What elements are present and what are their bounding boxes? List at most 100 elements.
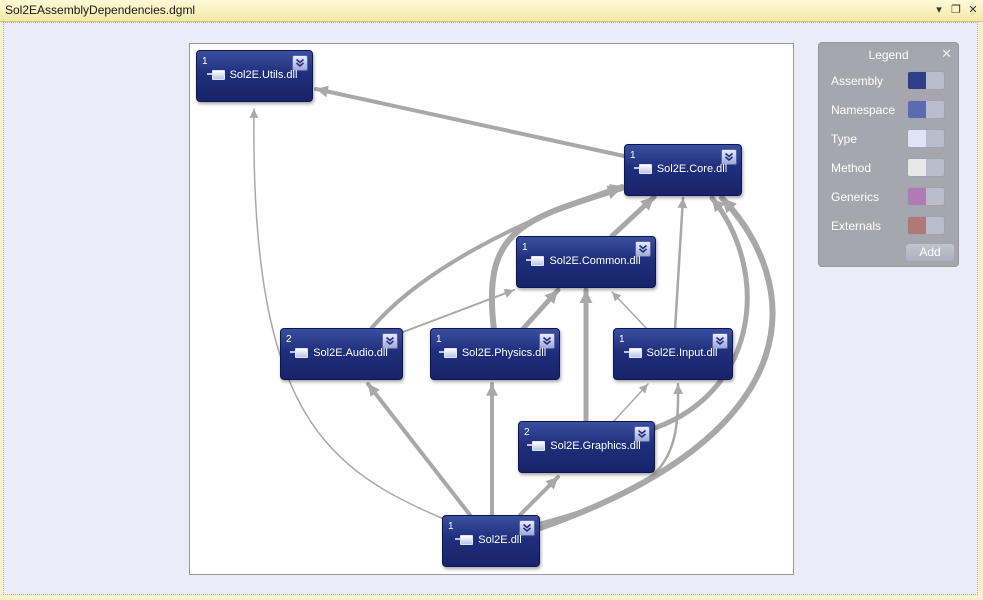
- legend-color-swatch[interactable]: [907, 158, 945, 177]
- legend-item-namespace[interactable]: Namespace: [831, 100, 956, 120]
- node-label: Sol2E.Input.dll: [646, 347, 718, 359]
- node-label: Sol2E.Utils.dll: [229, 69, 298, 81]
- legend-item-type[interactable]: Type: [831, 129, 956, 149]
- node-label-row: Sol2E.Graphics.dll: [519, 440, 654, 452]
- arrowhead-graphics-to-core: [712, 198, 726, 213]
- node-count: 1: [630, 150, 636, 161]
- node-label-row: Sol2E.dll: [443, 534, 539, 546]
- arrowhead-core-to-utils: [316, 85, 329, 98]
- document-title[interactable]: Sol2EAssemblyDependencies.dgml: [5, 3, 196, 17]
- legend-item-label: Externals: [831, 219, 882, 233]
- node-count: 1: [448, 521, 454, 532]
- edge-main-to-audio[interactable]: [366, 382, 472, 517]
- legend-title: Legend: [868, 48, 909, 62]
- assembly-icon: [438, 348, 457, 359]
- legend-color-swatch[interactable]: [907, 216, 945, 235]
- node-count: 1: [436, 334, 442, 345]
- legend-color-swatch[interactable]: [907, 187, 945, 206]
- edge-input-to-core[interactable]: [673, 196, 685, 332]
- chevron-double-down-icon[interactable]: [721, 149, 737, 165]
- legend-item-label: Namespace: [831, 103, 896, 117]
- arrowhead-input-to-common: [612, 292, 622, 302]
- legend-color-swatch[interactable]: [907, 129, 945, 148]
- arrowhead-common-to-core: [640, 197, 654, 211]
- edge-physics-to-core[interactable]: [488, 185, 625, 333]
- node-label-row: Sol2E.Input.dll: [614, 347, 732, 359]
- legend-add-button[interactable]: Add: [906, 244, 954, 261]
- close-icon[interactable]: ✕: [968, 3, 978, 16]
- assembly-icon: [526, 256, 545, 267]
- dropdown-icon[interactable]: ▾: [936, 3, 942, 16]
- legend-item-generics[interactable]: Generics: [831, 187, 956, 207]
- legend-item-label: Assembly: [831, 74, 884, 88]
- legend-item-externals[interactable]: Externals: [831, 216, 956, 236]
- assembly-icon: [206, 70, 225, 81]
- node-label-row: Sol2E.Utils.dll: [197, 69, 312, 81]
- edge-audio-to-common[interactable]: [402, 289, 515, 333]
- legend-item-label: Generics: [831, 190, 880, 204]
- edge-core-to-utils[interactable]: [314, 87, 626, 158]
- arrowhead-physics-to-core: [606, 185, 622, 200]
- legend-item-method[interactable]: Method: [831, 158, 956, 178]
- arrowhead-physics-to-common: [544, 290, 558, 305]
- swatch-color: [908, 130, 926, 147]
- legend-color-swatch[interactable]: [907, 71, 945, 90]
- node-count: 1: [619, 334, 625, 345]
- node-count: 1: [522, 242, 528, 253]
- window-controls: ▾ ❐ ✕: [933, 4, 979, 16]
- assembly-icon: [623, 348, 642, 359]
- swatch-color: [908, 217, 926, 234]
- chevron-double-down-icon[interactable]: [519, 520, 535, 536]
- arrowhead-main-to-core: [722, 198, 737, 214]
- chevron-double-down-icon[interactable]: [292, 55, 308, 71]
- node-label: Sol2E.Common.dll: [549, 255, 641, 267]
- assembly-icon: [290, 348, 309, 359]
- legend-color-swatch[interactable]: [907, 100, 945, 119]
- node-label: Sol2E.Audio.dll: [313, 347, 388, 359]
- edge-graphics-to-core[interactable]: [652, 195, 750, 431]
- node-label: Sol2E.Core.dll: [656, 163, 728, 175]
- arrowhead-main-to-audio: [368, 384, 380, 397]
- chevron-double-down-icon[interactable]: [382, 333, 398, 349]
- node-count: 1: [202, 56, 208, 67]
- restore-icon[interactable]: ❐: [951, 3, 961, 16]
- node-label: Sol2E.Physics.dll: [461, 347, 547, 359]
- swatch-color: [908, 72, 926, 89]
- arrowhead-main-to-physics: [486, 384, 498, 396]
- arrowhead-graphics-to-common: [579, 290, 593, 303]
- arrowhead-main-to-input: [673, 384, 684, 395]
- node-label: Sol2E.Graphics.dll: [550, 440, 641, 452]
- arrowhead-audio-to-common: [503, 288, 514, 298]
- assembly-icon: [527, 441, 546, 452]
- chevron-double-down-icon[interactable]: [539, 333, 555, 349]
- swatch-color: [908, 188, 926, 205]
- chevron-double-down-icon[interactable]: [635, 241, 651, 257]
- swatch-color: [908, 159, 926, 176]
- arrowhead-main-to-graphics: [545, 477, 558, 490]
- edge-main-to-core[interactable]: [537, 195, 776, 531]
- node-label: Sol2E.dll: [478, 534, 522, 546]
- chevron-double-down-icon[interactable]: [634, 426, 650, 442]
- legend-item-label: Type: [831, 132, 858, 146]
- chevron-double-down-icon[interactable]: [712, 333, 728, 349]
- node-label-row: Sol2E.Audio.dll: [281, 347, 402, 359]
- legend-close-icon[interactable]: ✕: [941, 46, 952, 61]
- legend-item-assembly[interactable]: Assembly: [831, 71, 956, 91]
- legend-item-label: Method: [831, 161, 872, 175]
- arrowhead-graphics-to-input: [638, 384, 648, 394]
- node-label-row: Sol2E.Common.dll: [517, 255, 655, 267]
- assembly-icon: [633, 164, 652, 175]
- document-tab-titlebar: Sol2EAssemblyDependencies.dgml ▾ ❐ ✕: [0, 0, 983, 22]
- edge-main-to-utils[interactable]: [253, 108, 447, 521]
